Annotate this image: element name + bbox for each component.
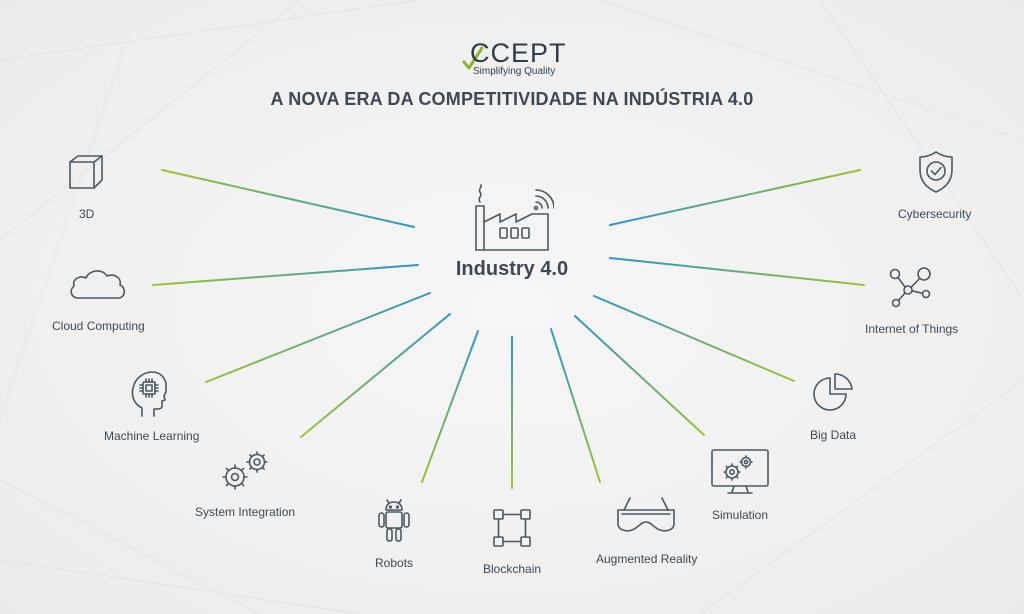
node-label-machine-learning: Machine Learning <box>104 429 200 443</box>
logo-wordmark: CCEPT <box>470 38 567 68</box>
ray-simulation <box>574 315 705 436</box>
node-label-augmented-reality: Augmented Reality <box>596 552 698 566</box>
ray-big-data <box>593 295 795 382</box>
ray-machine-learning <box>205 292 431 383</box>
node-label-simulation: Simulation <box>712 508 769 522</box>
factory-icon <box>475 184 554 251</box>
node-label-big-data: Big Data <box>810 428 857 442</box>
shield-check-icon <box>919 151 953 193</box>
ray-cloud-computing <box>152 264 419 286</box>
gears-icon <box>222 451 268 490</box>
logo-check-icon <box>462 46 484 70</box>
ray-robots <box>421 330 479 483</box>
monitor-gears-icon <box>711 449 769 494</box>
cube-icon <box>69 155 103 189</box>
vr-goggles-icon <box>617 497 675 532</box>
node-label-cloud-computing: Cloud Computing <box>52 319 145 333</box>
page-title: A NOVA ERA DA COMPETITIVIDADE NA INDÚSTR… <box>270 89 754 109</box>
logo-tagline: Simplifying Quality <box>473 66 556 77</box>
blockchain-icon <box>493 509 531 547</box>
node-label-blockchain: Blockchain <box>483 562 542 576</box>
node-label-3d: 3D <box>79 207 95 221</box>
node-label-cybersecurity: Cybersecurity <box>898 207 972 221</box>
ray-cybersecurity <box>609 169 861 226</box>
center-label: Industry 4.0 <box>455 258 569 280</box>
cloud-icon <box>70 270 126 299</box>
network-nodes-icon <box>889 267 931 308</box>
ray-system-integration <box>300 313 451 438</box>
node-label-robots: Robots <box>375 556 414 570</box>
robot-icon <box>378 499 410 542</box>
brand-logo: CCEPT Simplifying Quality <box>462 38 572 82</box>
brain-chip-icon <box>131 371 167 417</box>
ray-internet-of-things <box>609 257 865 286</box>
ray-augmented-reality <box>550 328 601 483</box>
node-label-system-integration: System Integration <box>195 505 296 519</box>
pie-chart-icon <box>813 373 853 411</box>
node-label-internet-of-things: Internet of Things <box>865 322 959 336</box>
ray-3d <box>161 169 415 228</box>
